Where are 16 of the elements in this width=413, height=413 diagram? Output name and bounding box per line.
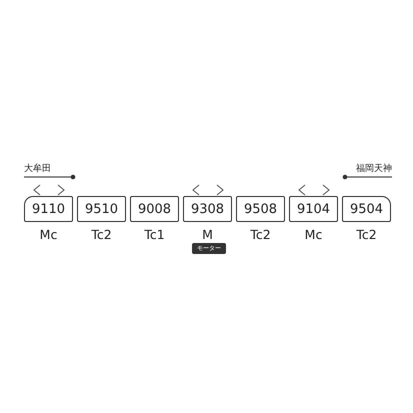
car-type-label: Tc1 bbox=[143, 227, 166, 242]
train-car: 9110 bbox=[24, 196, 73, 222]
car-type-label: Tc2 bbox=[90, 227, 113, 242]
destination-label: 福岡天神 bbox=[356, 162, 392, 175]
train-car: 9308 bbox=[183, 196, 232, 222]
car-type-label: Mc bbox=[304, 227, 324, 242]
train-car: 9510 bbox=[77, 196, 126, 222]
car-type-label: M bbox=[201, 227, 214, 242]
train-car: 9008 bbox=[130, 196, 179, 222]
destination-label: 大牟田 bbox=[24, 162, 51, 175]
car-type-label: Tc2 bbox=[249, 227, 272, 242]
train-car: 9508 bbox=[236, 196, 285, 222]
train-car: 9504 bbox=[342, 196, 391, 222]
car-type-label: Mc bbox=[38, 227, 58, 242]
train-car: 9104 bbox=[289, 196, 338, 222]
car-type-label: Tc2 bbox=[355, 227, 378, 242]
